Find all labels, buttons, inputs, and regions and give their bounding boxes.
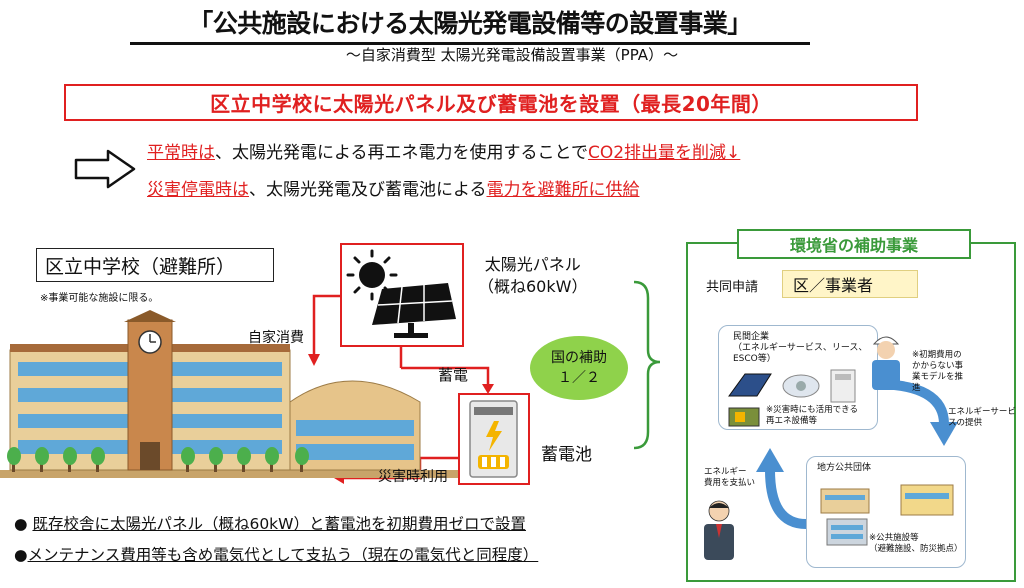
public-facility-note-line: （避難施設、防災拠点） [869, 544, 963, 554]
school-building-illustration [0, 310, 460, 478]
disaster-use-label: 災害時利用 [378, 469, 448, 485]
national-subsidy-badge: 国の補助 １／２ [530, 336, 628, 400]
worker-person-icon [872, 336, 900, 390]
summary-highlight: 平常時は [147, 143, 215, 163]
private-company-types: ESCO等） [733, 354, 776, 364]
energy-service-note-line: エネルギーサービ [948, 407, 1016, 417]
page-subtitle: 〜自家消費型 太陽光発電設備設置事業（PPA）〜 [345, 46, 679, 64]
official-person-icon [704, 500, 734, 560]
summary-line-disaster: 災害停電時は、太陽光発電及び蓄電池による電力を避難所に供給 [147, 175, 640, 200]
summary-highlight: 電力を避難所に供給 [486, 180, 640, 200]
solar-panel-label-line2: （概ね60kW） [478, 277, 588, 296]
summary-highlight: 災害停電時は [147, 180, 249, 200]
battery-icon [469, 400, 518, 478]
private-company-box [718, 325, 878, 430]
summary-text: 、太陽光発電及び蓄電池による [249, 180, 487, 200]
initial-cost-note-line: ※初期費用の [912, 350, 962, 360]
public-facility-note: ※公共施設等 （避難施設、防災拠点） [869, 533, 963, 555]
summary-line-normal: 平常時は、太陽光発電による再エネ電力を使用することでCO2排出量を削減↓ [147, 138, 740, 163]
ministry-subsidy-title: 環境省の補助事業 [737, 229, 971, 259]
initial-cost-note-line: 進 [912, 383, 921, 393]
energy-payment-note-line: 費用を支払い [704, 478, 756, 488]
headline-banner-text: 区立中学校に太陽光パネル及び蓄電池を設置（最長20年間） [210, 92, 772, 116]
initial-cost-note-line: かからない事 [912, 361, 964, 371]
school-note: ※事業可能な施設に限る。 [40, 293, 159, 304]
equipment-icons [728, 369, 856, 403]
joint-application-value: 区／事業者 [782, 270, 918, 298]
solar-panel-box [340, 243, 464, 347]
battery-label: 蓄電池 [541, 445, 592, 465]
private-company-note-line: 再エネ設備等 [766, 416, 818, 426]
page-title: 「公共施設における太陽光発電設備等の設置事業」 [130, 4, 810, 45]
bullet-mark: ● [14, 515, 33, 533]
public-facility-note-line: ※公共施設等 [869, 533, 919, 543]
private-company-types: （エネルギーサービス、リース、 [733, 343, 868, 353]
energy-service-note-line: スの提供 [948, 418, 983, 428]
bullet-item: ●メンテナンス費用等も含め電気代として支払う（現在の電気代と同程度） [14, 543, 538, 565]
public-facilities-icons [820, 484, 954, 546]
local-government-title: 地方公共団体 [817, 463, 872, 473]
bullet-mark: ● [14, 546, 28, 564]
charge-label: 蓄電 [438, 366, 469, 384]
summary-highlight: CO2排出量を削減↓ [587, 143, 741, 163]
initial-cost-note: ※初期費用の かからない事 業モデルを推 進 [912, 350, 963, 394]
generator-icon [728, 407, 760, 427]
private-company-name: 民間企業 [733, 332, 770, 342]
school-label-box: 区立中学校（避難所） [36, 248, 274, 282]
solar-panel-icon [346, 249, 456, 338]
national-subsidy-ratio: １／２ [558, 370, 600, 386]
joint-application-label: 共同申請 [706, 280, 759, 295]
bullet-text: 既存校舎に太陽光パネル（概ね60kW）と蓄電池を初期費用ゼロで設置 [32, 515, 526, 533]
energy-payment-note: エネルギー 費用を支払い [704, 467, 755, 489]
private-company-note-line: ※災害時にも活用できる [766, 405, 858, 415]
solar-panel-label-line1: 太陽光パネル [484, 255, 581, 274]
private-company-title: 民間企業 （エネルギーサービス、リース、 ESCO等） [733, 332, 867, 365]
bullet-item: ● 既存校舎に太陽光パネル（概ね60kW）と蓄電池を初期費用ゼロで設置 [14, 512, 526, 534]
summary-text: 、太陽光発電による再エネ電力を使用することで [215, 143, 588, 163]
battery-box [458, 393, 530, 485]
private-company-note: ※災害時にも活用できる 再エネ設備等 [766, 405, 858, 427]
solar-panel-label: 太陽光パネル （概ね60kW） [478, 254, 587, 298]
energy-service-note: エネルギーサービ スの提供 [948, 407, 1016, 429]
self-consumption-label: 自家消費 [248, 330, 304, 346]
bullet-text: メンテナンス費用等も含め電気代として支払う（現在の電気代と同程度） [27, 546, 539, 564]
energy-payment-note-line: エネルギー [704, 467, 747, 477]
national-subsidy-label: 国の補助 [551, 350, 607, 366]
local-government-box [806, 456, 966, 568]
headline-banner: 区立中学校に太陽光パネル及び蓄電池を設置（最長20年間） [64, 84, 918, 121]
initial-cost-note-line: 業モデルを推 [912, 372, 964, 382]
right-arrow-icon [74, 149, 136, 189]
